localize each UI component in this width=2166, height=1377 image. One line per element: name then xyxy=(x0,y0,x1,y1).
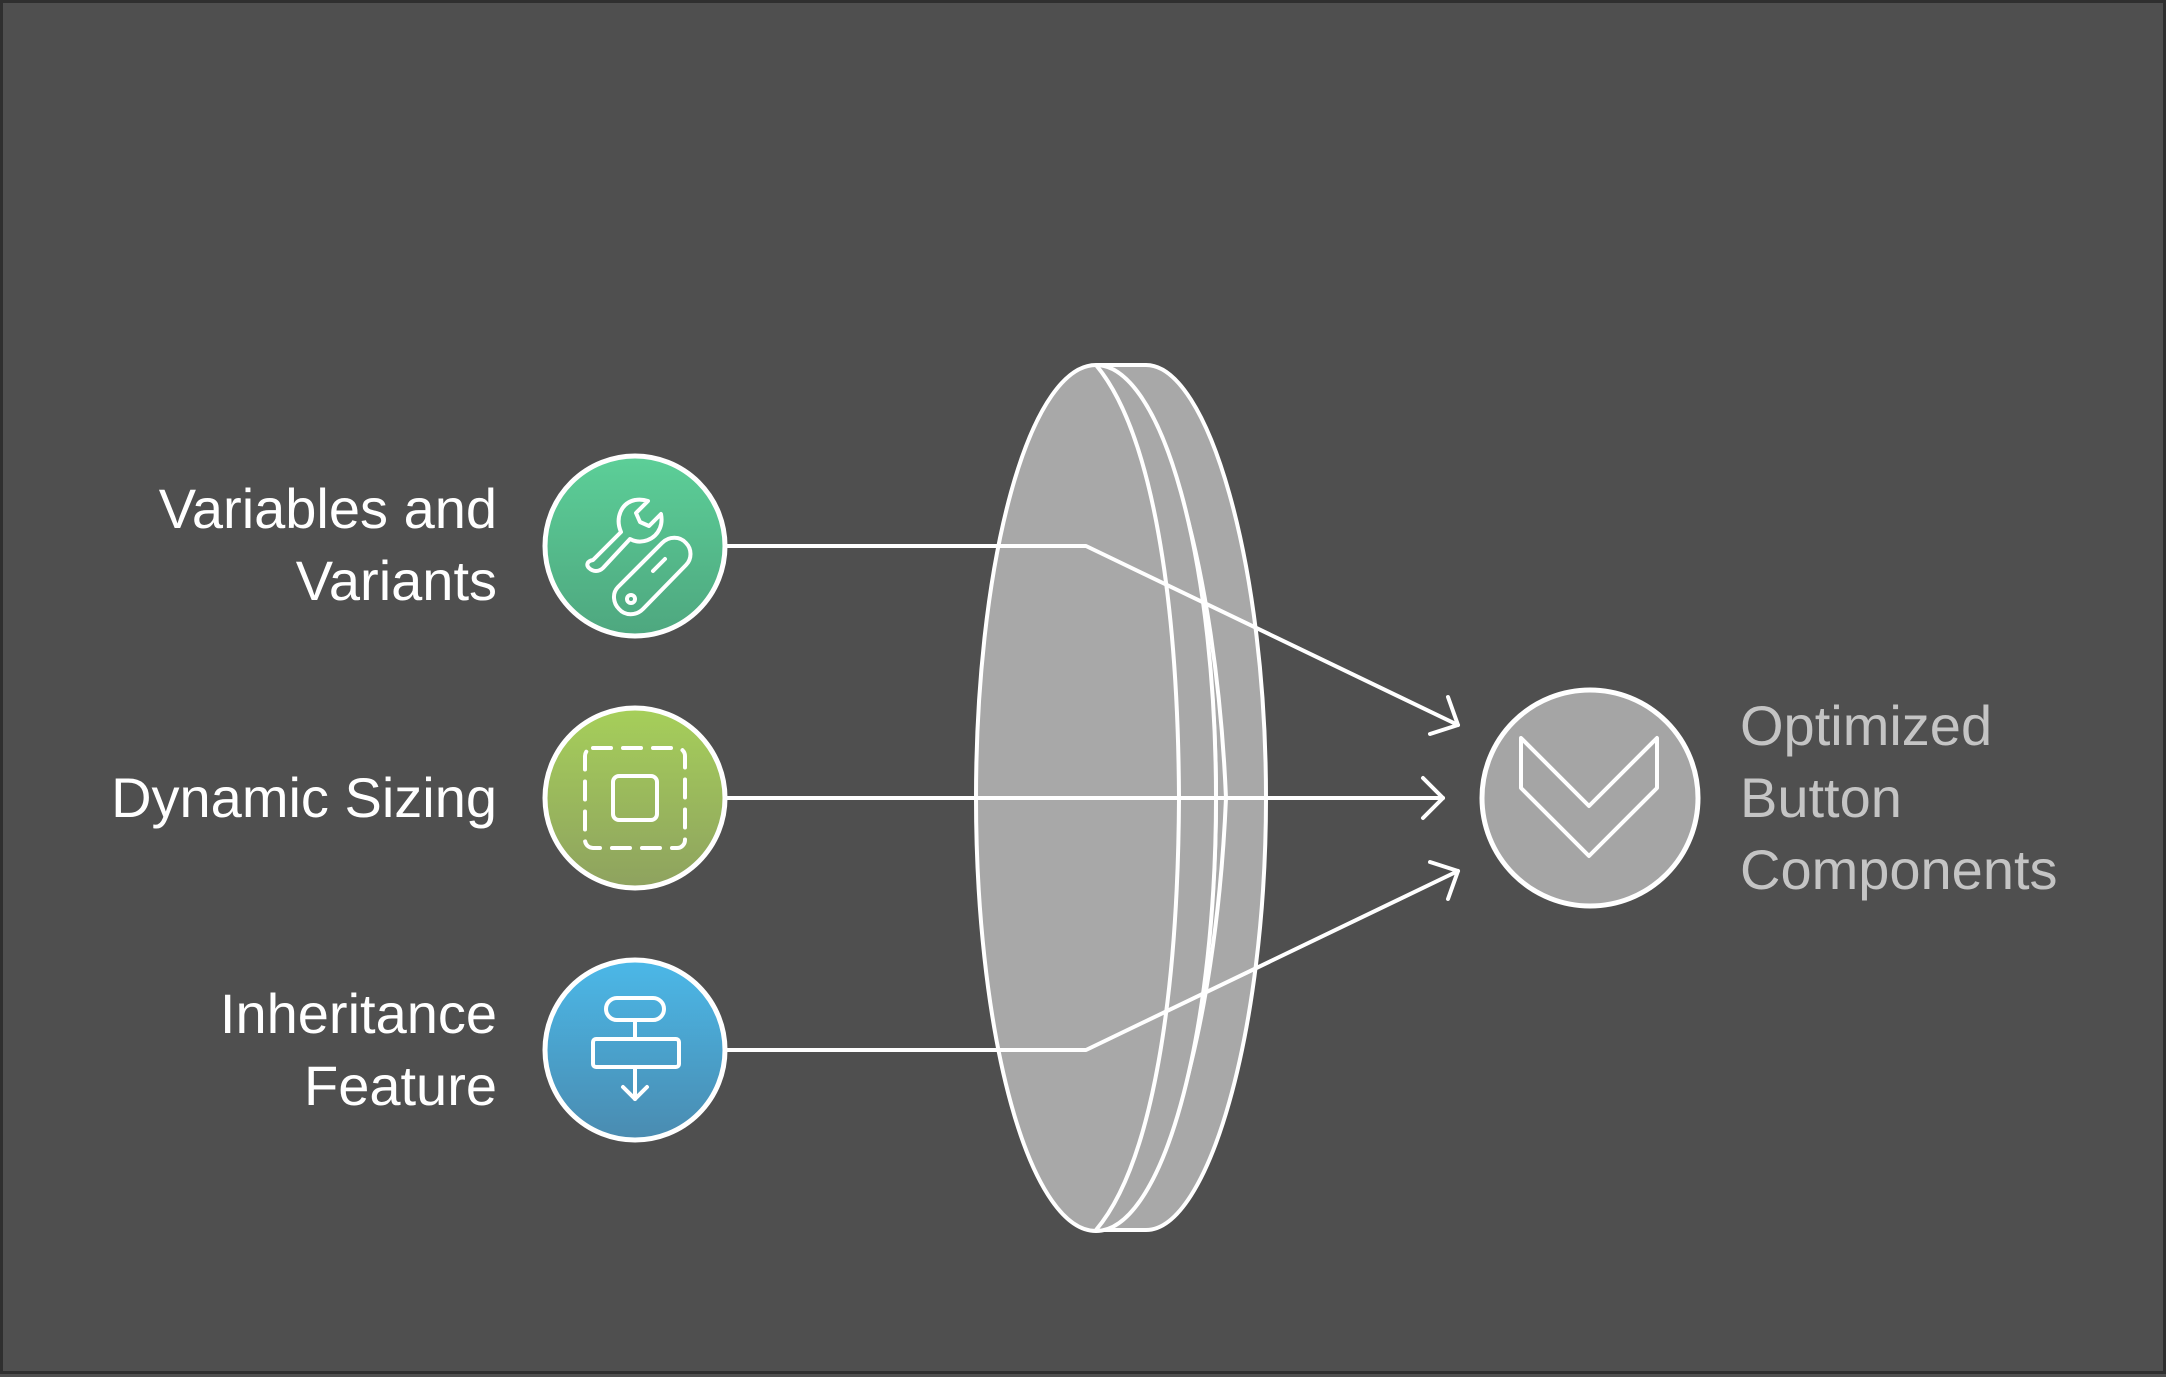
chevron-down-icon xyxy=(1519,736,1659,858)
wrench-and-tool-icon xyxy=(585,497,693,617)
hierarchy-flow-icon xyxy=(591,996,681,1101)
arrowhead-middle xyxy=(1421,776,1445,820)
label-line: Feature xyxy=(304,1054,497,1117)
inheritance-feature-node xyxy=(542,957,728,1143)
diagram-graphic xyxy=(542,363,1701,1233)
connector-variables xyxy=(723,544,1460,727)
label-line: Variables and xyxy=(158,477,497,540)
connector-lines xyxy=(723,544,1460,1052)
label-line: Optimized xyxy=(1740,694,1993,757)
connector-inheritance xyxy=(723,869,1460,1052)
variables-variants-node xyxy=(542,453,728,639)
arrowhead-top xyxy=(1428,695,1460,736)
label-inheritance-feature: Inheritance Feature xyxy=(220,978,497,1122)
label-line: Inheritance xyxy=(219,982,497,1045)
arrowhead-bottom xyxy=(1428,860,1460,901)
output-node xyxy=(1479,687,1701,909)
label-dynamic-sizing: Dynamic Sizing xyxy=(111,762,497,834)
label-line: Button xyxy=(1740,766,1902,829)
label-line: Components xyxy=(1740,838,2058,901)
dynamic-sizing-node xyxy=(542,705,728,891)
label-line: Variants xyxy=(295,549,497,612)
resize-selection-icon xyxy=(583,746,687,850)
label-line: Dynamic Sizing xyxy=(111,766,497,829)
label-optimized-button-components: Optimized Button Components xyxy=(1740,690,2058,906)
label-variables-variants: Variables and Variants xyxy=(159,473,497,617)
